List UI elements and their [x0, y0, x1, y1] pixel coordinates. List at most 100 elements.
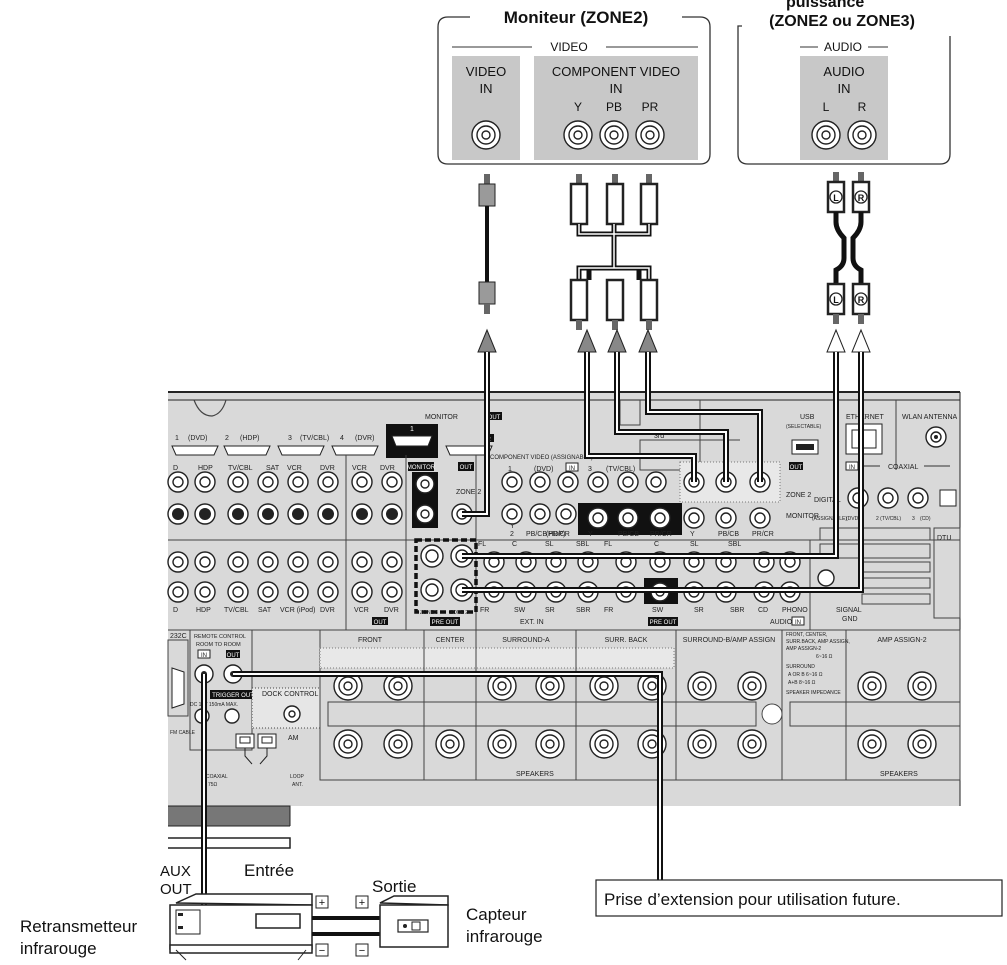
zone3-label: ZONE 3: [420, 610, 438, 616]
video-in-label-1: VIDEO: [466, 64, 506, 79]
loop-ant-label: ANT.: [292, 782, 303, 788]
svg-text:DVR: DVR: [380, 465, 395, 472]
svg-text:D: D: [173, 607, 178, 614]
speaker-center: CENTER: [436, 637, 465, 644]
plug-l-letter: L: [833, 193, 839, 203]
composite-jack-icons: [167, 471, 403, 493]
dock-control-jack-icon: [283, 705, 301, 723]
digital-jack-icons: [847, 487, 957, 509]
component-row2-jack-icons: [501, 503, 771, 529]
sortie-label: Sortie: [372, 877, 416, 896]
rs232c-port-icon: [171, 667, 185, 709]
ext-sr: SR: [545, 607, 555, 614]
speakers-label-2: SPEAKERS: [880, 771, 918, 778]
speaker-surround-b: SURROUND-B/AMP ASSIGN: [683, 637, 775, 644]
ypbpr-pb-1: PB/CB: [526, 531, 547, 538]
wlan-antenna-jack-icon: [925, 426, 947, 448]
pre-fl: FL: [604, 541, 612, 548]
svg-text:2: 2: [510, 531, 514, 538]
hdmi-3-label: 3: [288, 435, 292, 442]
ext-c: C: [512, 541, 517, 548]
jack-y-label: Y: [574, 100, 582, 114]
plug-r-letter: R: [858, 193, 865, 203]
comp-tvcbl-label: (TV/CBL): [606, 466, 635, 473]
minus-sign-left: −: [319, 945, 325, 957]
am-label: AM: [288, 735, 299, 742]
rca-jack-icon: [599, 120, 629, 150]
pre-sl: SL: [690, 541, 699, 548]
ypbpr-y-2: Y: [588, 531, 593, 538]
dock-control-label: DOCK CONTROL: [262, 691, 319, 698]
ir-sensor-icon: [379, 895, 449, 948]
hdmi-1-label: 1: [175, 435, 179, 442]
pre-sbr: SBR: [730, 607, 744, 614]
src-sat-1: SAT: [266, 465, 280, 472]
zone2-component-label: ZONE 2: [786, 492, 811, 499]
hdmi-hdp-label: (HDP): [240, 435, 259, 442]
minus-sign-right: −: [359, 945, 365, 957]
video-in-label-2: IN: [480, 81, 493, 96]
imp-line-2: SURR.BACK, AMP ASSIGN,: [786, 639, 850, 645]
src-vcr-2: VCR (iPod): [280, 607, 315, 614]
audio-in-label-2: IN: [838, 81, 851, 96]
signal-label: SIGNAL: [836, 607, 862, 614]
ypbpr-pr-2: PR/CR: [650, 531, 672, 538]
rca-jack-icon: [847, 120, 877, 150]
ethernet-in-label: IN: [849, 465, 855, 471]
zone-preout-highlight: [414, 538, 478, 614]
src-dvr-3: DVR: [384, 607, 399, 614]
ext-sbr: SBR: [576, 607, 590, 614]
ethernet-label: ETHERNET: [846, 414, 884, 421]
ext-in-label: EXT. IN: [520, 619, 544, 626]
rca-jack-icon: [471, 120, 501, 150]
amp-audio-label: AUDIO: [824, 40, 862, 54]
digital-cd-label: (CD): [920, 516, 931, 522]
digital-assignable-label: (ASSIGNABLE): [812, 516, 847, 522]
usb-out-label: OUT: [790, 465, 803, 471]
jack-r-label: R: [858, 100, 867, 114]
ypbpr-pb-3: PB/CB: [718, 531, 739, 538]
plug-r-letter: R: [858, 295, 865, 305]
trigger-sub-label: DC 12V 150mA MAX.: [190, 702, 238, 708]
hdmi-tvcbl-label: (TV/CBL): [300, 435, 329, 442]
pre-sw: SW: [652, 607, 664, 614]
rca-jack-icon: [811, 120, 841, 150]
digital-3-label: 3: [912, 516, 915, 522]
imp-line-4: 6~16 Ω: [816, 654, 833, 660]
speakers-label: SPEAKERS: [516, 771, 554, 778]
amp-box-title-top: puissance: [786, 0, 864, 11]
speaker-surround-a: SURROUND-A: [502, 637, 550, 644]
src-tvcbl-2: TV/CBL: [224, 607, 249, 614]
s-video-jack-icons: [167, 503, 403, 525]
component-video-panel-label: COMPONENT VIDEO (ASSIGNABLE): [490, 455, 593, 461]
speaker-surr-back: SURR. BACK: [605, 637, 648, 644]
src-vcr-3: VCR: [354, 607, 369, 614]
svg-text:3rd: 3rd: [654, 433, 664, 440]
ext-sw: SW: [514, 607, 526, 614]
pre-out-label-2: PRE OUT: [650, 620, 677, 626]
ypbpr-y-3: Y: [690, 531, 695, 538]
jack-pr-label: PR: [642, 100, 659, 114]
digital-label: DIGITAL: [814, 497, 841, 504]
src-out-2: OUT: [374, 620, 387, 626]
dtu-label: DTU: [937, 535, 951, 542]
ext-sbl: SBL: [576, 541, 589, 548]
imp-line-7: A+B 8~16 Ω: [788, 680, 816, 686]
imp-line-1: FRONT, CENTER,: [786, 632, 827, 638]
imp-line-8: SPEAKER IMPEDANCE: [786, 690, 841, 696]
src-tvcbl-1: TV/CBL: [228, 465, 253, 472]
src-dvr-1: DVR: [320, 465, 335, 472]
ir-wires: [312, 916, 392, 936]
room-to-room-label: ROOM TO ROOM: [196, 642, 241, 648]
receiver-back-panel: MONITOR OUT 1 (DVD) 2 (HDP) 3 (TV/CBL) 4…: [167, 391, 961, 849]
capteur-label-1: Capteur: [466, 905, 527, 924]
component-cable: [569, 174, 659, 330]
retransmetteur-label-1: Retransmetteur: [20, 917, 137, 936]
speaker-amp-assign-2: AMP ASSIGN-2: [877, 637, 926, 644]
speaker-front: FRONT: [358, 637, 383, 644]
component-jack-icons: [501, 471, 771, 493]
ext-fr: FR: [480, 607, 489, 614]
coax-ohm-label: 75Ω: [208, 782, 218, 788]
gnd-label: GND: [842, 616, 858, 623]
monitor-video-label: VIDEO: [550, 40, 587, 54]
